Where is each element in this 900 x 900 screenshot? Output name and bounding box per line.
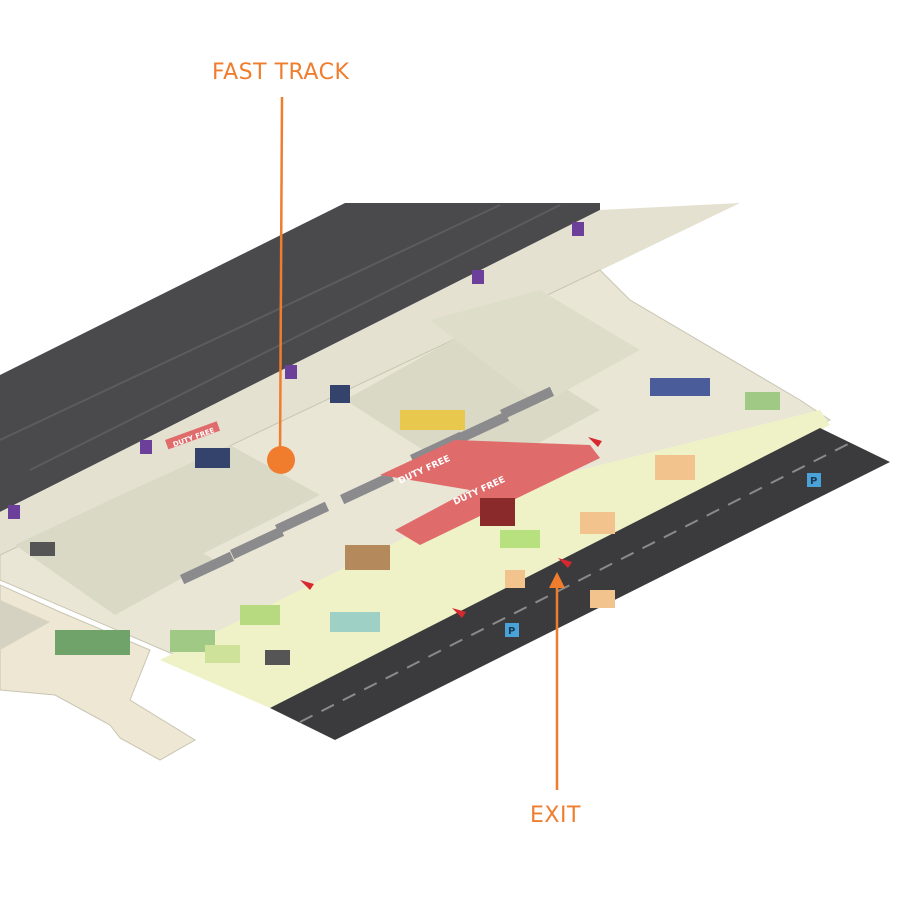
- landside-zone: [160, 410, 830, 708]
- apron: [0, 203, 600, 512]
- svg-text:P: P: [810, 476, 817, 487]
- checkin-desks: [180, 386, 555, 585]
- apron-markings: [0, 204, 561, 471]
- duty-free-small-shop: [165, 421, 221, 450]
- parking-sign-right: P: [807, 473, 821, 487]
- security-zone-left: [110, 445, 320, 555]
- direction-arrows: [300, 437, 602, 618]
- terminal-floor: [0, 269, 831, 701]
- parking-sign-left: P: [505, 623, 519, 637]
- fast-track-marker[interactable]: [267, 446, 295, 474]
- fast-track-callout-label: FAST TRACK: [212, 60, 350, 85]
- duty-free-corridor: [380, 440, 600, 545]
- svg-text:P: P: [508, 626, 515, 637]
- exit-arrowhead: [549, 572, 565, 588]
- gate-signs: [8, 222, 584, 519]
- lower-level-dark: [0, 600, 50, 650]
- road-markings: [299, 442, 851, 723]
- road: [270, 428, 890, 740]
- shops: [30, 378, 780, 665]
- upper-zone: [430, 290, 640, 405]
- exit-callout-label: EXIT: [530, 803, 581, 828]
- fast-track-leader: [278, 96, 284, 461]
- security-zone-right: [345, 330, 600, 480]
- checkin-zone: [15, 500, 215, 615]
